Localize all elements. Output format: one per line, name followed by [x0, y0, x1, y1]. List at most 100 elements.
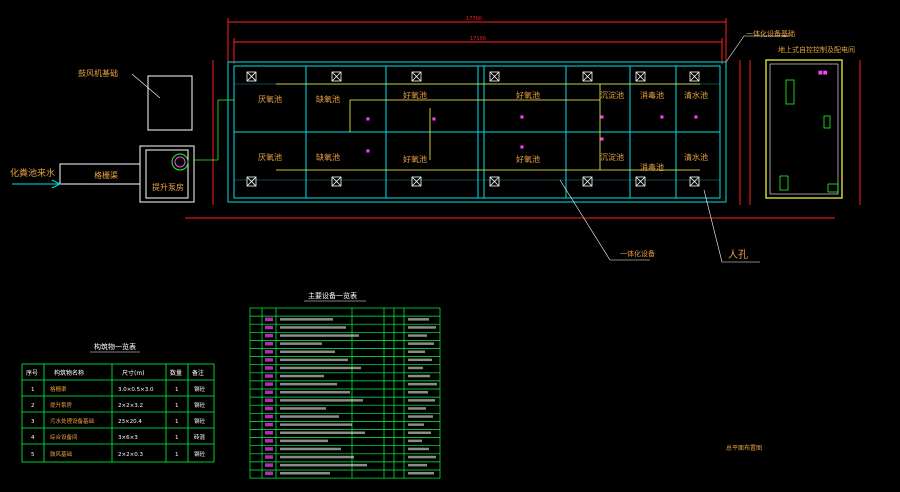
- equipment-row-text: [280, 366, 361, 370]
- equipment-row-note: [408, 391, 428, 394]
- equipment-row-note: [408, 358, 432, 362]
- equipment-row-text: [280, 318, 333, 321]
- equipment-row-note: [408, 463, 427, 467]
- equipment-row-text: [280, 423, 352, 426]
- leader-line: [725, 35, 745, 63]
- equipment-row-text: [280, 342, 322, 345]
- table-cell: 3.0×0.5×3.0: [118, 387, 154, 393]
- svg-text:■: ■: [600, 114, 604, 119]
- table-header: 备注: [192, 369, 204, 377]
- equipment-row-note: [408, 447, 429, 451]
- leader-line: [703, 189, 723, 263]
- table-cell: 3×6×3: [118, 435, 138, 441]
- table-cell: 4: [31, 435, 35, 441]
- control-room-label: 地上式自控控制及配电间: [778, 45, 855, 54]
- control-room: [765, 59, 843, 199]
- lift-pump-well: [139, 145, 195, 203]
- table-header: 序号: [26, 369, 38, 377]
- equipment-tag: ■■: [818, 70, 828, 76]
- table-cell: 3: [31, 419, 35, 425]
- tank-label: 沉淀池: [600, 152, 624, 162]
- equipment-row-text: [280, 447, 341, 451]
- equipment-row-number: [265, 333, 273, 338]
- tank-label: 好氧池: [516, 90, 540, 100]
- tank-label: 缺氧池: [316, 94, 340, 104]
- equipment-row-note: [408, 439, 422, 443]
- manhole-label: 人孔: [728, 249, 748, 261]
- equipment-row-number: [265, 317, 273, 322]
- overall-dimension-second: 17100: [470, 36, 486, 42]
- table-cell: 砖混: [194, 433, 206, 441]
- equipment-row-text: [280, 358, 348, 362]
- equipment-row-note: [408, 423, 424, 426]
- equipment-row-number: [265, 374, 273, 378]
- equipment-row-text: [280, 431, 365, 434]
- tank-label: 消毒池: [640, 90, 664, 100]
- equipment-row-note: [408, 342, 434, 345]
- equipment-row-note: [408, 415, 433, 418]
- table-cell: 1: [31, 387, 35, 393]
- table-cell: 提升泵房: [50, 401, 73, 409]
- table-cell: 污水处理设备基础: [50, 417, 95, 425]
- tank-label: 好氧池: [516, 154, 540, 164]
- leader-line: [559, 179, 611, 261]
- equipment-row-number: [265, 358, 273, 362]
- equipment-row-text: [280, 407, 326, 410]
- table-cell: 钢砼: [194, 450, 206, 458]
- mbr-base: [147, 75, 193, 131]
- tank-label: 沉淀池: [600, 90, 624, 100]
- table-cell: 5: [31, 452, 35, 458]
- equipment-base-label: 一体化设备基础: [746, 29, 795, 38]
- equipment-row-text: [280, 439, 328, 443]
- equipment-row-note: [408, 472, 434, 475]
- equipment-row-text: [280, 334, 359, 337]
- overall-dimension-top: 17700: [466, 16, 482, 22]
- grit-chamber: [59, 163, 141, 185]
- integrated-equipment-base: [227, 61, 727, 203]
- equipment-row-note: [408, 318, 429, 321]
- equipment-row-text: [280, 463, 367, 467]
- tank-label: 缺氧池: [316, 152, 340, 162]
- equipment-row-number: [265, 463, 273, 467]
- equipment-row-number: [265, 406, 273, 411]
- equipment-row-number: [265, 390, 273, 394]
- svg-text:■: ■: [520, 144, 524, 149]
- table-cell: 钢砼: [194, 417, 206, 425]
- blower-base-label: 鼓风机基础: [78, 68, 118, 78]
- equipment-row-note: [408, 326, 436, 329]
- equipment-row-note: [408, 366, 423, 370]
- equipment-row-number: [265, 439, 273, 443]
- svg-text:■: ■: [600, 136, 604, 141]
- leader-line: [131, 73, 161, 99]
- structures-table: 构筑物一览表 序号 构筑物名称 尺寸(m) 数量 备注 1 格栅渠 3.0×0.…: [21, 342, 215, 463]
- equipment-row-number: [265, 366, 273, 370]
- equipment-table-title: 主要设备一览表: [308, 291, 357, 300]
- equipment-row-number: [265, 455, 273, 459]
- equipment-row-text: [280, 455, 354, 459]
- equipment-row-number: [265, 414, 273, 419]
- svg-text:■: ■: [366, 148, 370, 153]
- table-cell: 2×2×3.2: [118, 403, 143, 409]
- table-cell: 钢砼: [194, 385, 206, 393]
- table-cell: 综合设备间: [50, 433, 78, 441]
- equipment-row-note: [408, 374, 430, 378]
- equipment-row-number: [265, 325, 273, 330]
- table-cell: 鼓风基础: [50, 450, 73, 458]
- process-pipes: [276, 83, 700, 171]
- equipment-row-number: [265, 398, 273, 403]
- table-header: 构筑物名称: [54, 369, 84, 377]
- table-cell: 钢砼: [194, 401, 206, 409]
- equipment-row-number: [265, 447, 273, 451]
- tank-label: 厌氧池: [258, 152, 282, 162]
- table-cell: 1: [175, 452, 179, 458]
- inlet-arrow: [12, 179, 62, 189]
- equipment-row-note: [408, 407, 426, 410]
- equipment-row-number: [265, 431, 273, 435]
- equipment-row-text: [280, 391, 350, 394]
- structures-table-title: 构筑物一览表: [94, 342, 136, 351]
- svg-text:■: ■: [366, 116, 370, 121]
- table-cell: 23×20.4: [118, 419, 142, 425]
- svg-text:■: ■: [694, 114, 698, 119]
- equipment-row-note: [408, 431, 431, 434]
